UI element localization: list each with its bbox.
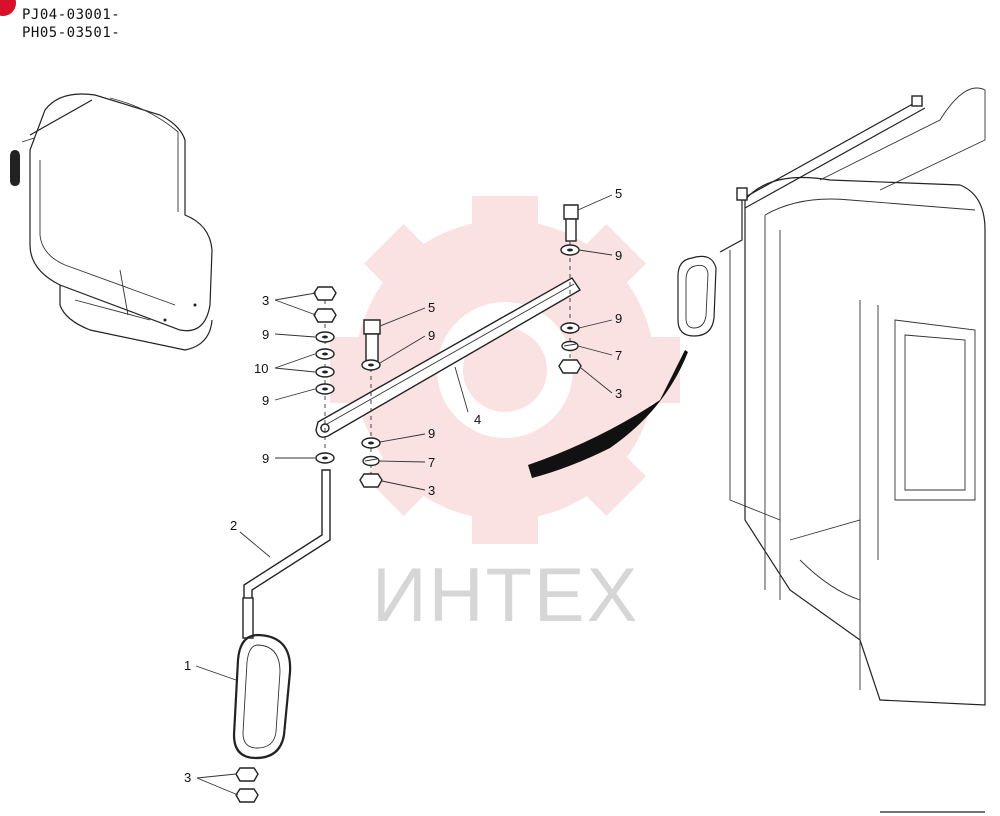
callout-1: 1 xyxy=(184,658,191,673)
serial-range-2: PH05-03501- xyxy=(22,25,121,41)
callout-9-left-middle: 9 xyxy=(262,393,269,408)
callout-9-right-lower: 9 xyxy=(615,311,622,326)
callout-3-right: 3 xyxy=(615,386,622,401)
callout-3-center: 3 xyxy=(428,483,435,498)
cross-bar xyxy=(315,277,581,438)
callout-3-bottom: 3 xyxy=(184,770,191,785)
machine-housing-right xyxy=(528,87,986,813)
callout-3-left: 3 xyxy=(262,293,269,308)
watermark-gear-icon xyxy=(330,196,680,544)
serial-header: PJ04-03001- PH05-03501- xyxy=(22,6,120,42)
callout-9-center-lower: 9 xyxy=(428,426,435,441)
callout-5-right: 5 xyxy=(615,186,622,201)
callout-10: 10 xyxy=(254,361,268,376)
shaft-rod xyxy=(242,469,331,639)
callout-2: 2 xyxy=(230,518,237,533)
loop-handle xyxy=(232,633,292,760)
callout-leaders xyxy=(195,194,613,796)
callout-9-right-upper: 9 xyxy=(615,248,622,263)
callout-4: 4 xyxy=(474,412,481,427)
bolt-left xyxy=(363,319,381,365)
corner-marker xyxy=(0,0,16,16)
bolt-right xyxy=(563,204,579,242)
callout-9-center-upper: 9 xyxy=(428,328,435,343)
machine-housing-left xyxy=(10,93,213,351)
callout-5-left: 5 xyxy=(428,300,435,315)
watermark-text: ИНТЕХ xyxy=(372,553,640,638)
fasteners xyxy=(235,244,582,803)
callout-9-left-upper: 9 xyxy=(262,327,269,342)
serial-range-1: PJ04-03001- xyxy=(22,7,121,23)
callout-7-center: 7 xyxy=(428,455,435,470)
callout-7-right: 7 xyxy=(615,348,622,363)
callout-9-left-lower: 9 xyxy=(262,451,269,466)
callout-labels: 3 9 10 9 9 5 9 4 9 7 3 5 9 9 7 3 2 1 3 xyxy=(184,186,622,785)
